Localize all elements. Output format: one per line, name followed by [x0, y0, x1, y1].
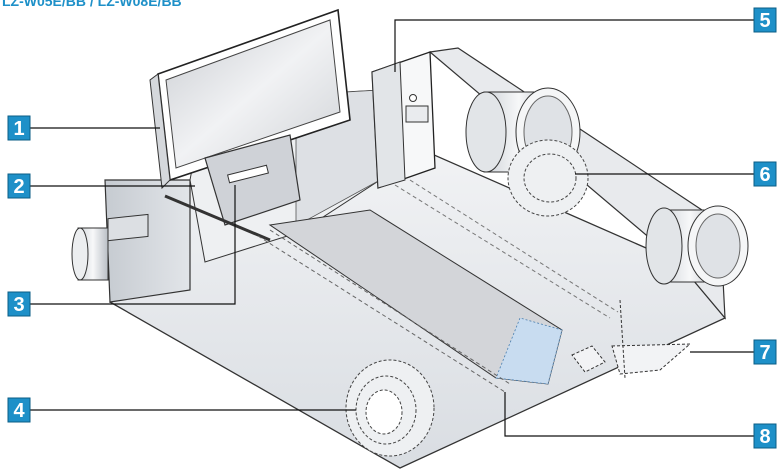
svg-text:1: 1 — [13, 118, 24, 140]
svg-text:6: 6 — [759, 164, 770, 186]
svg-text:7: 7 — [759, 342, 770, 364]
supply-fan — [345, 359, 435, 457]
callout-6: 6 — [753, 161, 777, 187]
heat-exchanger-tray — [164, 134, 301, 242]
damper-assembly — [571, 299, 692, 379]
exhaust-fan — [507, 139, 589, 217]
svg-text:5: 5 — [759, 10, 770, 32]
svg-text:8: 8 — [759, 426, 770, 448]
svg-text:2: 2 — [13, 176, 24, 198]
callout-8: 8 — [753, 423, 777, 449]
left-duct-connector — [71, 213, 149, 281]
callout-4: 4 — [7, 397, 31, 423]
callout-5: 5 — [753, 7, 777, 33]
callout-2: 2 — [7, 173, 31, 199]
right-lower-duct-connector — [645, 205, 749, 287]
svg-text:3: 3 — [13, 294, 24, 316]
filter-panel — [149, 8, 351, 190]
callout-3: 3 — [7, 291, 31, 317]
electrical-box — [371, 51, 436, 189]
callout-1: 1 — [7, 115, 31, 141]
callout-7: 7 — [753, 339, 777, 365]
svg-text:4: 4 — [13, 400, 25, 422]
model-title: LZ-W05E/BB / LZ-W08E/BB — [2, 0, 182, 9]
leader-lines — [30, 19, 754, 437]
heat-exchanger-core — [257, 179, 619, 393]
